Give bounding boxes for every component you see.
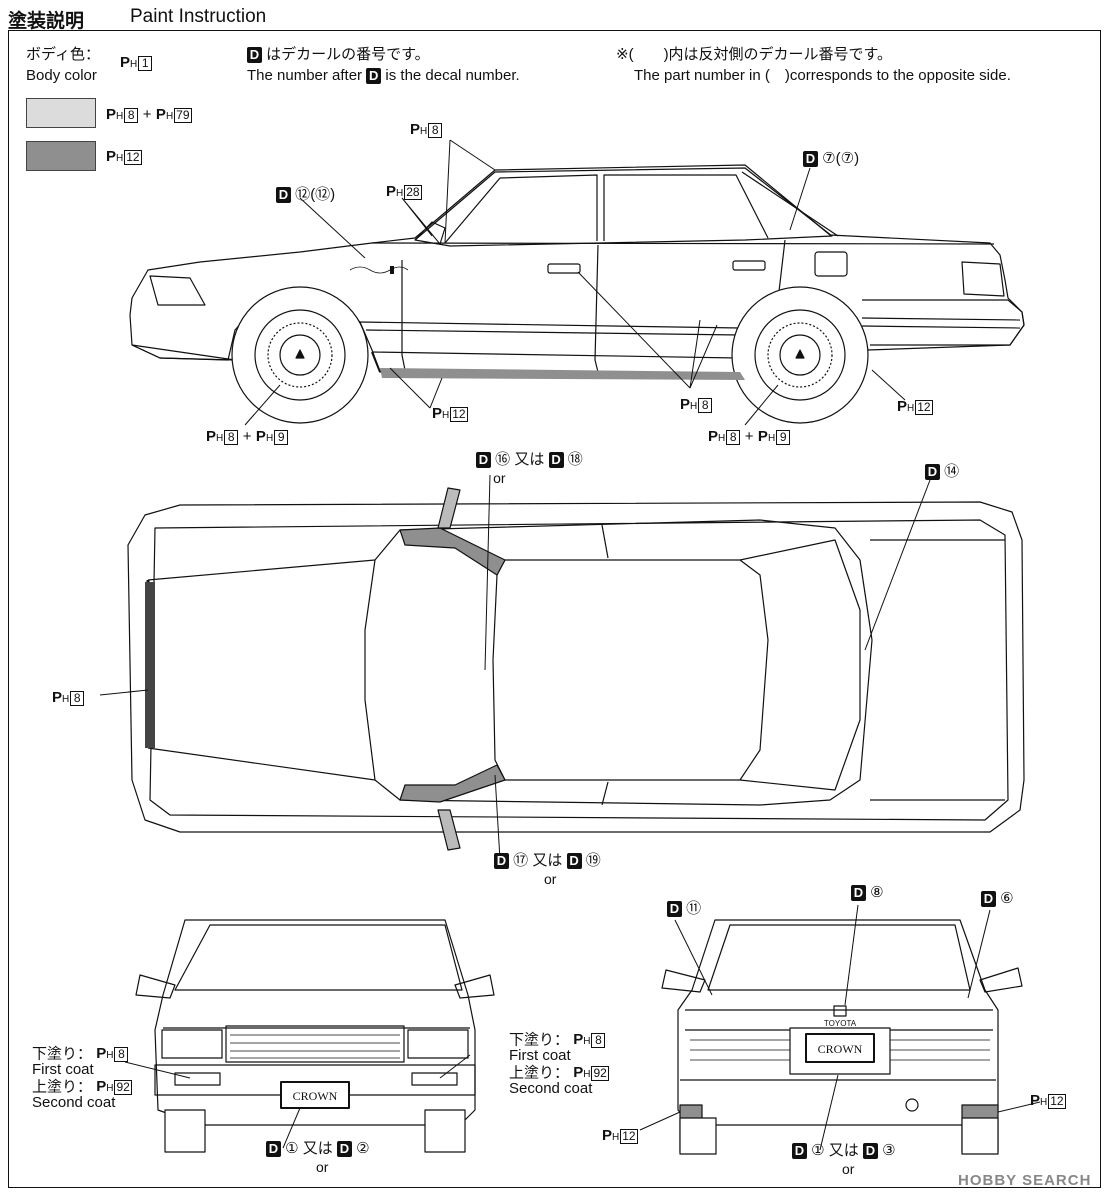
front-right-second-coat-en: Second coat bbox=[509, 1080, 593, 1097]
title-en: Paint Instruction bbox=[130, 6, 267, 27]
trunk-decal-label: D ⑭ bbox=[925, 463, 959, 481]
front-left-first-coat-en: First coat bbox=[32, 1061, 94, 1078]
opposite-note-en: The part number in ( )corresponds to the… bbox=[634, 67, 1011, 84]
body-color-label-en: Body color bbox=[26, 67, 97, 84]
watermark: HOBBY SEARCH bbox=[958, 1172, 1092, 1189]
decal-note-jp: D はデカールの番号です。 bbox=[247, 46, 430, 64]
front-left-second-coat-en: Second coat bbox=[32, 1094, 116, 1111]
side-front-wheel bbox=[231, 286, 369, 424]
rear-view-car: CROWN TOYOTA bbox=[661, 919, 1023, 1155]
svg-text:CROWN: CROWN bbox=[818, 1042, 863, 1056]
cpillar-decal-label: D ⑦(⑦) bbox=[803, 150, 859, 168]
side-rear-wheel bbox=[731, 286, 869, 424]
svg-text:TOYOTA: TOYOTA bbox=[824, 1019, 857, 1028]
front-view-car: CROWN bbox=[135, 919, 495, 1153]
rear-left-decal-label: D ⑪ bbox=[667, 900, 701, 918]
side-view-car bbox=[129, 164, 1025, 424]
front-right-first-coat-en: First coat bbox=[509, 1047, 571, 1064]
rear-center-decal-label: D ⑧ bbox=[851, 884, 884, 902]
swatch-dark-gray bbox=[26, 141, 96, 171]
swatch-light-gray bbox=[26, 98, 96, 128]
decal-note-en: The number after D is the decal number. bbox=[247, 67, 520, 85]
top-view-car bbox=[127, 487, 1025, 851]
body-color-label-jp: ボディ色： bbox=[26, 46, 100, 63]
opposite-note-jp: ※( )内は反対側のデカール番号です。 bbox=[616, 46, 893, 63]
instruction-sheet-border bbox=[8, 30, 1101, 1188]
rear-right-decal-label: D ⑥ bbox=[981, 890, 1014, 908]
leader-lines bbox=[99, 139, 1041, 1151]
emblem-decal-label: D ⑫(⑫) bbox=[276, 186, 335, 204]
title-jp: 塗装説明 bbox=[8, 11, 85, 32]
svg-text:CROWN: CROWN bbox=[293, 1089, 338, 1103]
